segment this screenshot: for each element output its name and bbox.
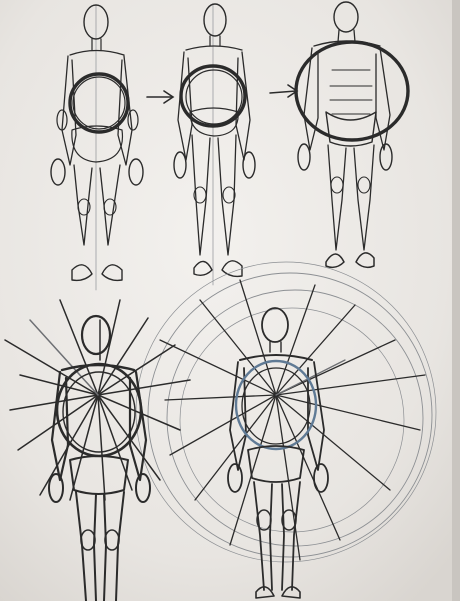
paper-edge-shadow [452,0,460,601]
